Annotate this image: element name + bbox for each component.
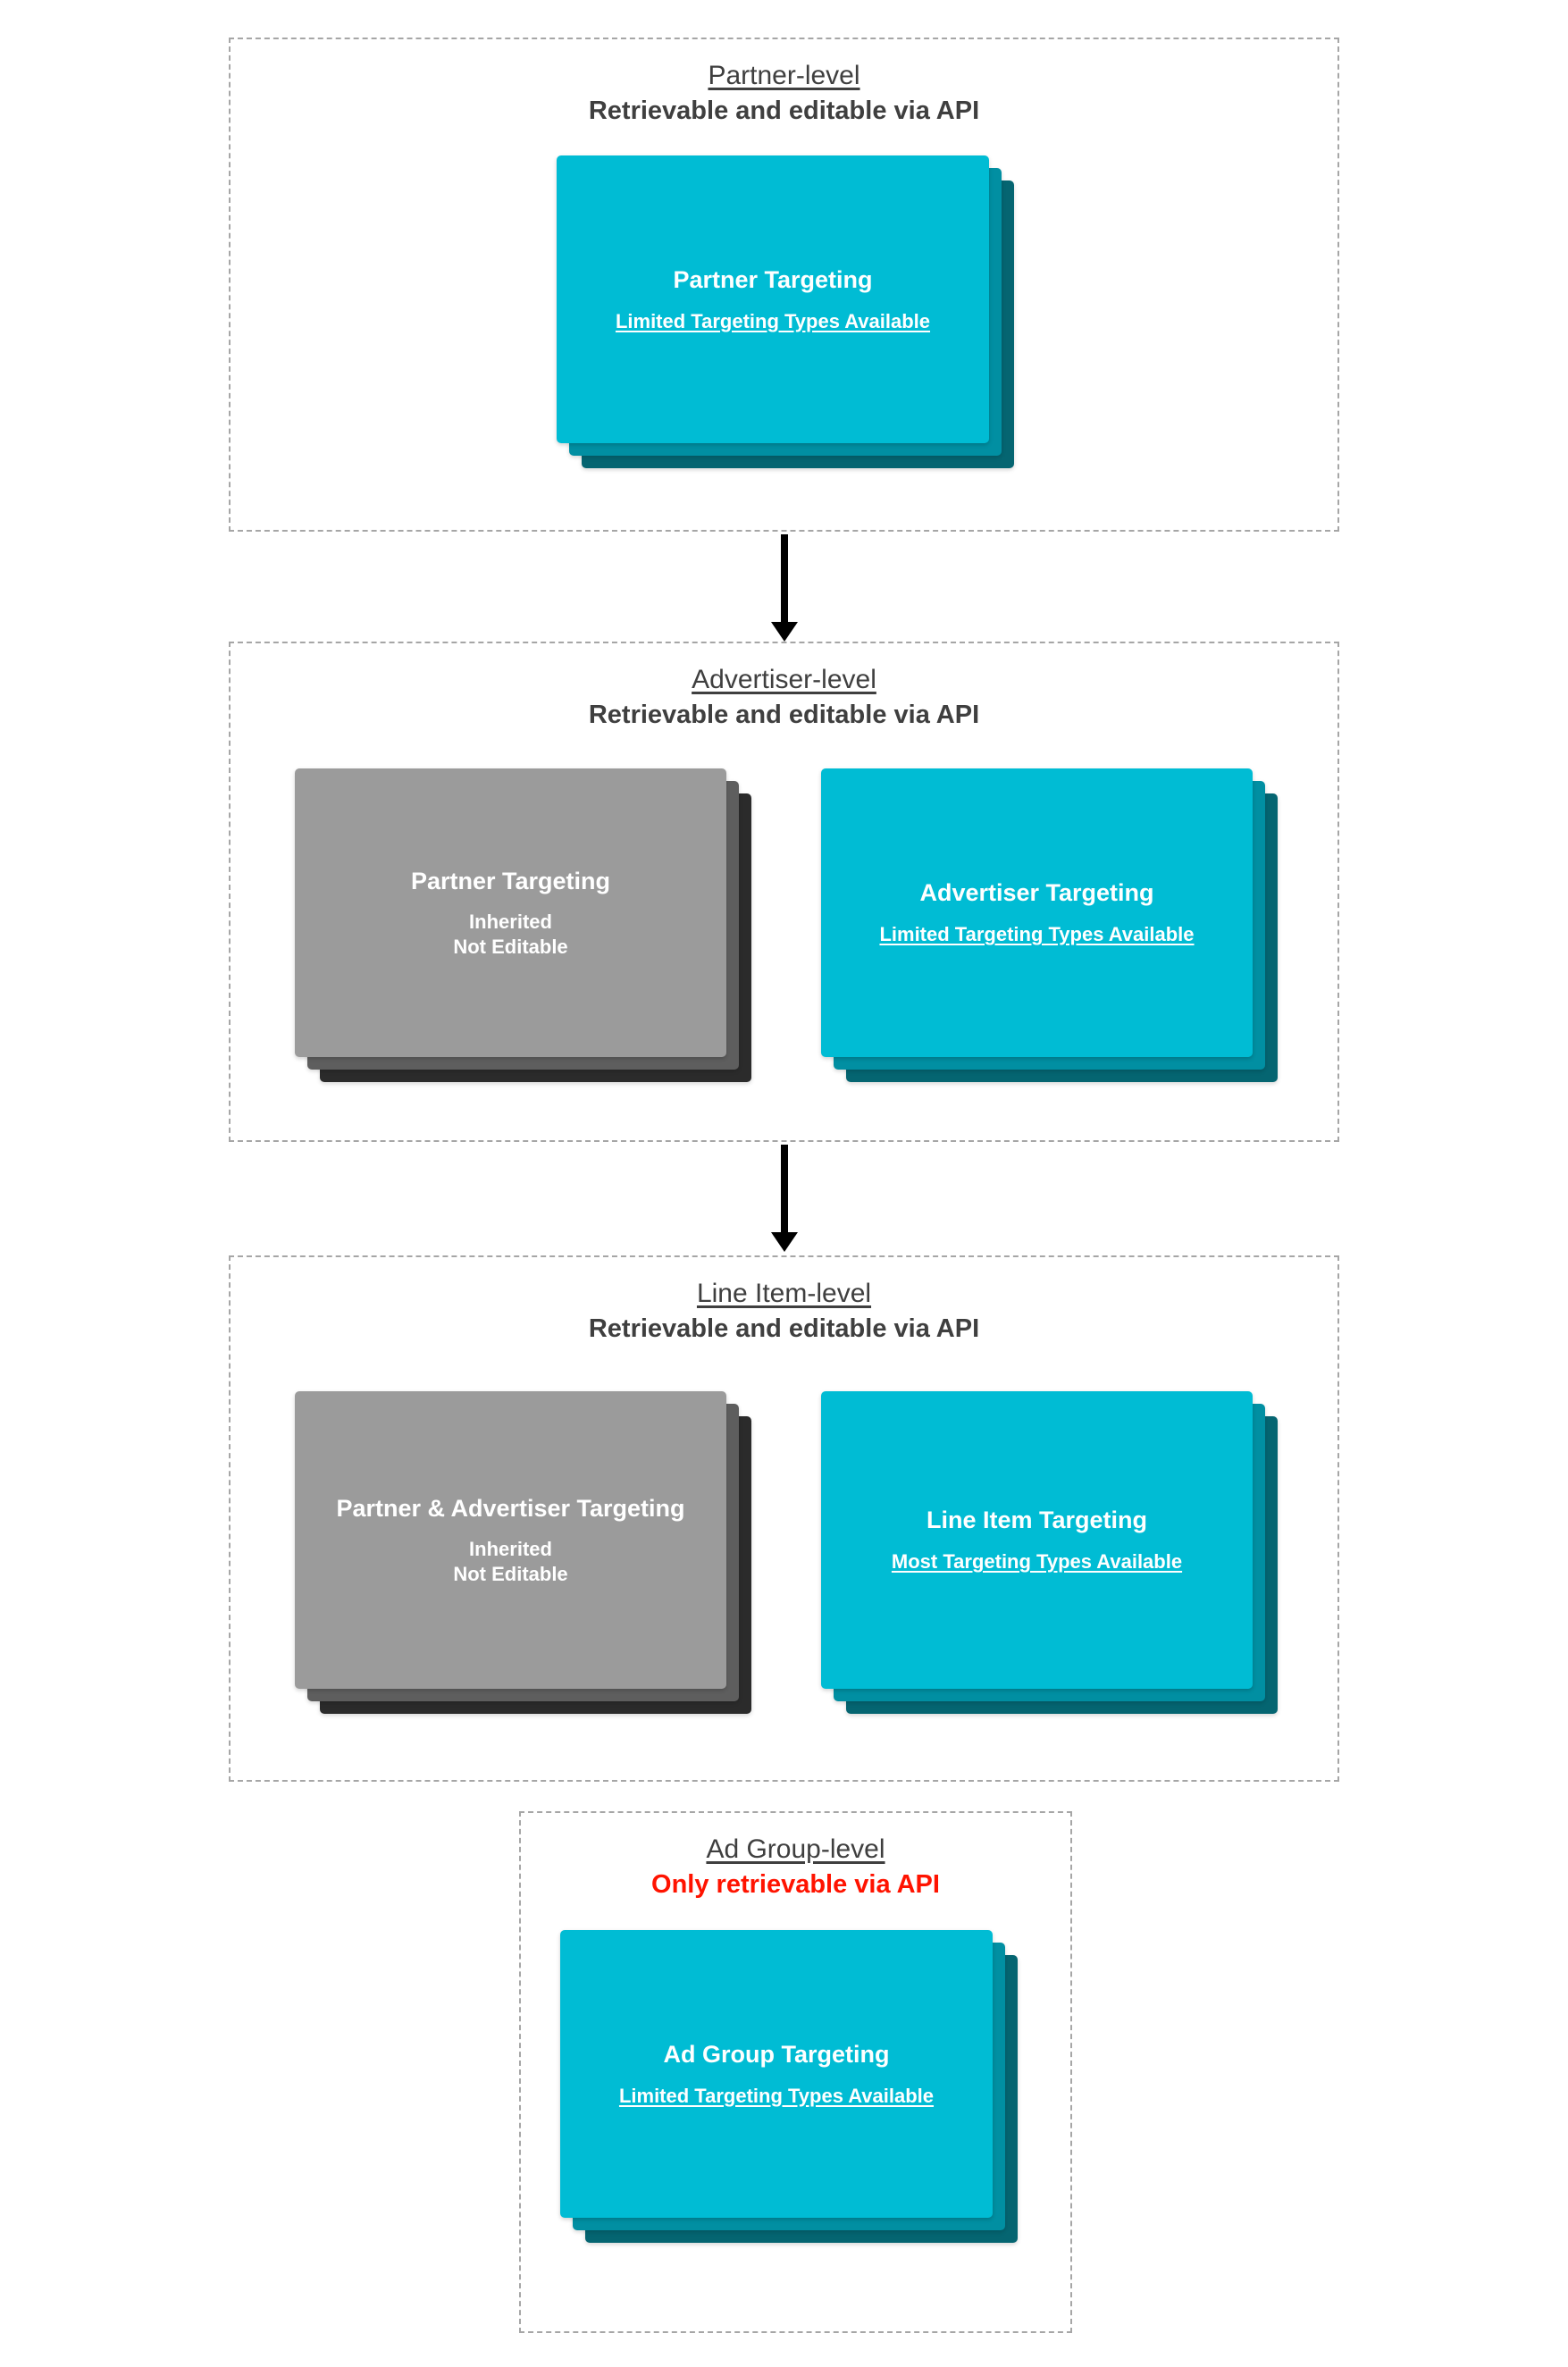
panel-partner-level: Partner-level Retrievable and editable v… [229, 38, 1339, 532]
card-title: Partner Targeting [673, 265, 873, 293]
connector-partner-to-advertiser [771, 534, 798, 642]
card-title: Partner Targeting [410, 867, 611, 894]
level-title-ad-group: Ad Group-level [706, 1834, 885, 1864]
card-stack-inherited-partner-targeting[interactable]: Partner Targeting Inherited Not Editable [295, 768, 759, 1086]
card-subtext: Most Targeting Types Available [891, 1550, 1183, 1574]
connector-arrowhead [771, 622, 798, 642]
panel-partner-header: Partner-level Retrievable and editable v… [231, 59, 1337, 128]
connector-advertiser-to-line-item [771, 1145, 798, 1252]
level-subtitle-line-item: Retrievable and editable via API [588, 1314, 980, 1343]
card-stack-advertiser-targeting[interactable]: Advertiser Targeting Limited Targeting T… [821, 768, 1286, 1086]
card-layer-front[interactable]: Partner Targeting Limited Targeting Type… [557, 155, 989, 443]
level-subtitle-advertiser: Retrievable and editable via API [588, 700, 980, 729]
panel-line-item-level: Line Item-level Retrievable and editable… [229, 1255, 1339, 1782]
card-layer-front[interactable]: Partner & Advertiser Targeting Inherited… [295, 1391, 726, 1689]
card-subtext: Inherited Not Editable [453, 911, 568, 958]
card-title: Line Item Targeting [926, 1507, 1148, 1534]
panel-advertiser-header: Advertiser-level Retrievable and editabl… [231, 663, 1337, 732]
panel-advertiser-level: Advertiser-level Retrievable and editabl… [229, 642, 1339, 1142]
card-title: Partner & Advertiser Targeting [336, 1494, 685, 1522]
card-subtext: Inherited Not Editable [453, 1538, 568, 1585]
card-layer-front[interactable]: Advertiser Targeting Limited Targeting T… [821, 768, 1253, 1057]
level-title-advertiser: Advertiser-level [692, 665, 876, 694]
card-stack-partner-targeting[interactable]: Partner Targeting Limited Targeting Type… [557, 155, 1014, 468]
panel-ad-group-level: Ad Group-level Only retrievable via API … [519, 1811, 1072, 2333]
level-title-line-item: Line Item-level [696, 1279, 872, 1308]
level-title-partner: Partner-level [708, 61, 860, 90]
card-subtext: Limited Targeting Types Available [618, 2084, 935, 2107]
connector-shaft [781, 534, 788, 624]
card-title: Advertiser Targeting [919, 879, 1154, 907]
card-layer-front[interactable]: Line Item Targeting Most Targeting Types… [821, 1391, 1253, 1689]
card-title: Ad Group Targeting [663, 2040, 890, 2068]
card-stack-line-item-targeting[interactable]: Line Item Targeting Most Targeting Types… [821, 1391, 1286, 1717]
level-subtitle-ad-group: Only retrievable via API [651, 1869, 940, 1899]
card-layer-front[interactable]: Ad Group Targeting Limited Targeting Typ… [560, 1930, 993, 2218]
card-subtext: Limited Targeting Types Available [879, 923, 1195, 946]
connector-arrowhead [771, 1232, 798, 1252]
card-layer-front[interactable]: Partner Targeting Inherited Not Editable [295, 768, 726, 1057]
card-subtext: Limited Targeting Types Available [615, 309, 931, 332]
panel-ad-group-header: Ad Group-level Only retrievable via API [521, 1833, 1070, 1901]
panel-line-item-header: Line Item-level Retrievable and editable… [231, 1277, 1337, 1346]
level-subtitle-partner: Retrievable and editable via API [588, 96, 980, 125]
card-stack-inherited-partner-advertiser-targeting[interactable]: Partner & Advertiser Targeting Inherited… [295, 1391, 759, 1717]
connector-shaft [781, 1145, 788, 1234]
card-stack-ad-group-targeting[interactable]: Ad Group Targeting Limited Targeting Typ… [560, 1930, 1018, 2243]
